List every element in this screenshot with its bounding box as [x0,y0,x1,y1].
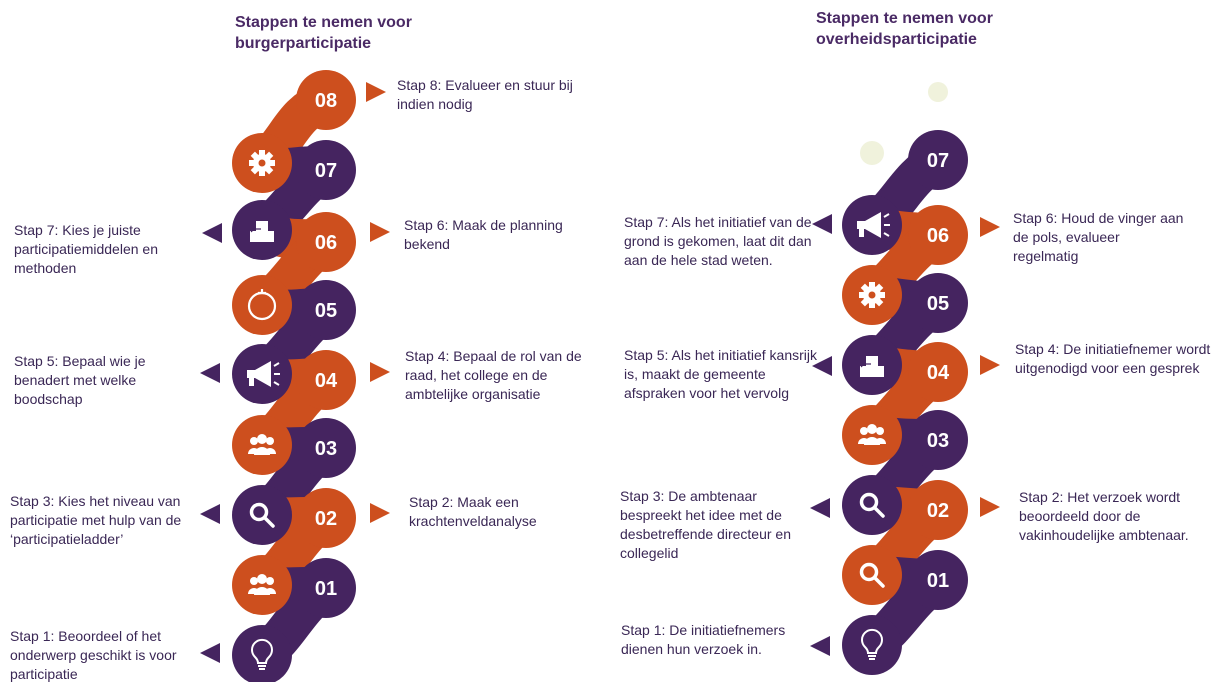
left-arrow-1 [200,643,220,663]
left-title: Stappen te nemen voor burgerparticipatie [235,12,412,54]
left-title-line2: burgerparticipatie [235,35,372,52]
left-node-06 [296,212,356,272]
right-arrow-6 [980,217,1000,237]
left-num-07: 07 [315,160,337,182]
left-node-03 [296,418,356,478]
left-num-04: 04 [315,370,338,392]
right-arrow-4 [980,355,1000,375]
right-num-02: 02 [927,500,949,522]
right-node-03 [908,410,968,470]
right-arrow-1 [810,636,830,656]
faded-dot [928,82,948,102]
left-num-01: 01 [315,578,337,600]
left-step-4: Stap 4: Bepaal de rol van de raad, het c… [405,348,582,402]
right-step-2: Stap 2: Het verzoek wordt beoordeeld doo… [1019,489,1189,543]
left-step-2: Stap 2: Maak een krachtenveldanalyse [409,494,537,529]
right-num-06: 06 [927,225,949,247]
right-node-01 [908,550,968,610]
right-chain: 07 06 05 04 03 02 01 [810,82,1000,675]
left-node-02 [296,488,356,548]
left-node-04 [296,350,356,410]
left-arrow-5 [200,363,220,383]
right-step-6: Stap 6: Houd de vinger aan de pols, eval… [1013,210,1184,264]
left-icon-node-bulb [232,625,292,682]
left-step-5: Stap 5: Bepaal wie je benadert met welke… [14,353,146,407]
gear-icon [859,282,885,308]
right-title-line1: Stappen te nemen voor [816,10,993,27]
left-node-08 [296,70,356,130]
right-icon-node-search [842,475,902,535]
right-title: Stappen te nemen voor overheidsparticipa… [816,8,993,50]
right-num-01: 01 [927,570,949,592]
right-step-4: Stap 4: De initiatiefnemer wordt uitgeno… [1015,341,1211,376]
left-step-8: Stap 8: Evalueer en stuur bij indien nod… [397,77,573,112]
left-title-line1: Stappen te nemen voor [235,14,412,31]
left-arrow-6 [370,222,390,242]
right-icon-node-people [842,405,902,465]
left-arrow-4 [370,362,390,382]
faded-gear [860,141,884,165]
left-step-3: Stap 3: Kies het niveau van participatie… [10,493,182,547]
right-num-03: 03 [927,430,949,452]
right-num-07: 07 [927,150,949,172]
right-node-07 [908,130,968,190]
left-num-06: 06 [315,232,337,254]
left-num-02: 02 [315,508,337,530]
left-icon-node-search [232,485,292,545]
right-num-05: 05 [927,293,949,315]
right-step-7: Stap 7: Als het initiatief van de grond … [624,214,812,268]
right-arrow-2 [980,497,1000,517]
right-node-02 [908,480,968,540]
right-arrow-3 [810,498,830,518]
left-chain: 08 07 06 05 04 03 02 01 [200,70,390,682]
gear-icon [249,150,275,176]
right-node-05 [908,273,968,333]
left-icon-node-people2 [232,555,292,615]
right-step-5: Stap 5: Als het initiatief kansrijk is, … [624,347,817,401]
right-step-1: Stap 1: De initiatiefnemers dienen hun v… [621,622,786,657]
right-node-06 [908,205,968,265]
left-arrow-8 [366,82,386,102]
left-step-7: Stap 7: Kies je juiste participatiemidde… [14,222,158,276]
right-icon-node-bulb [842,615,902,675]
left-arrow-3 [200,504,220,524]
left-icon-node-timer [232,275,292,335]
left-num-03: 03 [315,438,337,460]
left-num-05: 05 [315,300,337,322]
left-node-01 [296,558,356,618]
right-title-line2: overheidsparticipatie [816,31,977,48]
left-arrow-7 [202,223,222,243]
left-node-07 [296,140,356,200]
right-arrow-5 [812,356,832,376]
left-step-6: Stap 6: Maak de planning bekend [404,217,563,252]
right-arrow-7 [812,214,832,234]
left-arrow-2 [370,503,390,523]
left-node-05 [296,280,356,340]
right-node-04 [908,342,968,402]
left-icon-node-people [232,415,292,475]
right-num-04: 04 [927,362,950,384]
right-icon-node-search2 [842,545,902,605]
left-num-08: 08 [315,90,337,112]
left-step-1: Stap 1: Beoordeel of het onderwerp gesch… [10,628,177,682]
right-step-3: Stap 3: De ambtenaar bespreekt het idee … [620,488,791,561]
